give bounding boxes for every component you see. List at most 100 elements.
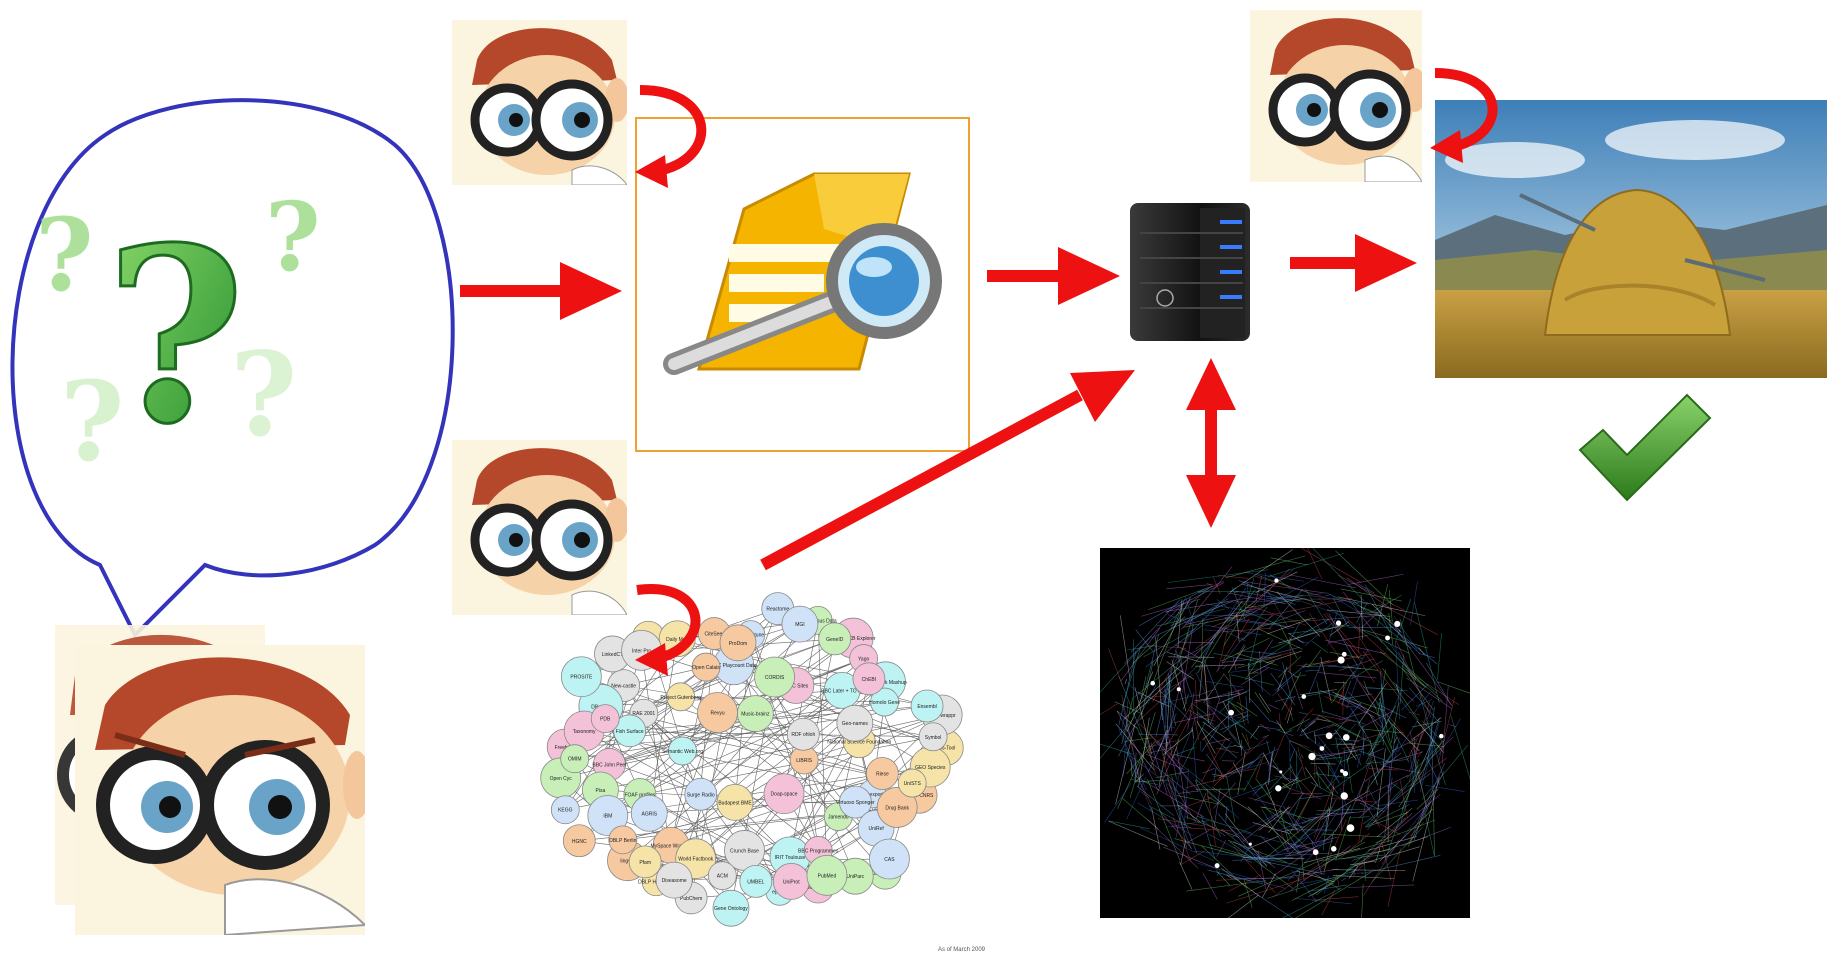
lod-node: Gene Ontology xyxy=(712,889,750,927)
lod-edge xyxy=(605,718,913,784)
lod-node-circle xyxy=(786,717,820,751)
lod-node: AGRIS xyxy=(630,794,668,832)
haystack-image xyxy=(1435,100,1827,378)
lod-node: Virtuoso Sponger xyxy=(836,785,875,819)
lod-node-label: Geo-names xyxy=(842,721,869,727)
arrow-right xyxy=(1290,234,1417,292)
lod-node: DBLP Berlin xyxy=(608,825,638,855)
lod-node-label: Pisa xyxy=(596,788,606,794)
lod-node-label: UMBEL xyxy=(747,879,764,885)
lod-node-label: GeneID xyxy=(826,637,844,643)
lod-node-circle xyxy=(910,689,944,723)
internet-map-image xyxy=(1100,548,1470,918)
lod-node-label: World Factbook xyxy=(678,857,713,863)
lod-edge xyxy=(600,714,943,791)
svg-text:?: ? xyxy=(230,328,297,463)
lod-node-label: KEGG xyxy=(558,808,573,814)
lod-node: Fish Surface xyxy=(613,714,647,748)
lod-node-circle xyxy=(666,682,696,712)
lod-node-label: Fish Surface xyxy=(616,729,644,735)
lod-caption: As of March 2009 xyxy=(937,947,985,953)
lod-node-label: Yago xyxy=(858,657,870,663)
lod-node-label: Gene Ontology xyxy=(714,906,748,912)
lod-node-label: DBLP RKB Explorer xyxy=(831,636,876,642)
lod-node: UMBEL xyxy=(739,865,773,898)
lod-node: LinkedCT xyxy=(594,635,631,673)
lod-edge xyxy=(670,690,843,846)
lod-node-circle xyxy=(839,785,872,819)
lod-node-label: Semantic Web.org xyxy=(662,749,703,755)
lod-node-circle xyxy=(836,704,874,742)
lod-node: Riese xyxy=(865,757,899,790)
lod-node-label: Open Cyc xyxy=(550,776,573,782)
lod-node-circle xyxy=(655,861,693,899)
lod-node: OMIM xyxy=(560,744,590,774)
lod-node-circle xyxy=(628,845,662,879)
arrow-right xyxy=(460,262,622,320)
lod-node-label: HGNC xyxy=(572,839,587,845)
lod-node: Revyu xyxy=(697,692,738,733)
lod-node: Doap-space xyxy=(763,773,805,815)
lod-node-label: Music-brainz xyxy=(741,712,770,718)
lod-node-label: FOAF profiles xyxy=(624,793,655,799)
lod-node: Open Calais xyxy=(691,652,721,682)
lod-node: Geo-names xyxy=(836,704,874,742)
lod-node-label: Ensembl xyxy=(917,704,936,710)
person-icon xyxy=(452,440,627,615)
lod-node-label: Flickr exporter xyxy=(856,792,888,798)
lod-node: RDF ohloh xyxy=(786,717,820,751)
lod-node-label: Virtuoso Sponger xyxy=(836,800,875,806)
lod-node-label: SIOC Sites xyxy=(784,683,809,689)
lod-node-circle xyxy=(630,794,668,832)
lod-node: UniProt xyxy=(772,863,810,900)
lod-node: CAS xyxy=(869,838,910,880)
lod-node-circle xyxy=(587,795,629,836)
lod-node: ACM xyxy=(707,861,737,891)
lod-edge xyxy=(789,741,860,857)
person-icon xyxy=(452,20,627,185)
lod-node-circle xyxy=(684,777,718,811)
lod-node: HGNC xyxy=(562,824,596,858)
lod-node: Diseasome xyxy=(655,861,693,899)
lod-node-label: Diseasome xyxy=(662,878,687,884)
lod-node-circle xyxy=(918,722,948,752)
lod-node: GeneID xyxy=(818,622,852,656)
lod-node-circle xyxy=(897,768,927,798)
lod-node: Ensembl xyxy=(910,689,944,723)
lod-node: Project Gutenberg xyxy=(660,682,701,712)
lod-node: PROSITE xyxy=(560,656,602,698)
lod-node: Semantic Web.org xyxy=(662,736,703,766)
lod-node-label: Surge Radio xyxy=(687,792,715,798)
lod-node-label: National Science Foundation xyxy=(827,740,891,746)
lod-node-circle xyxy=(870,687,899,717)
lod-node: Music-brainz xyxy=(736,695,774,732)
lod-node-circle xyxy=(865,757,899,790)
lod-node-label: ACM xyxy=(717,874,728,880)
lod-node-circle xyxy=(781,605,819,643)
lod-node: Surge Radio xyxy=(684,777,718,811)
lod-node: Inter Pro xyxy=(621,629,662,671)
lod-node-circle xyxy=(876,787,918,828)
server-icon xyxy=(1125,198,1265,348)
lod-node-label: LinkedCT xyxy=(602,652,623,658)
lod-node-label: PROSITE xyxy=(570,675,593,681)
lod-node-circle xyxy=(818,622,852,656)
lod-node-label: Pfam xyxy=(639,860,651,866)
lod-edge xyxy=(673,608,779,881)
lod-node-label: ProDom xyxy=(729,641,747,647)
speech-bubble xyxy=(5,95,455,655)
lod-node-label: Reactome xyxy=(766,607,789,613)
lod-node-label: RDF Book Mashup xyxy=(864,680,906,686)
lod-node-circle xyxy=(754,656,795,698)
lod-node-label: DBLP Berlin xyxy=(609,838,636,844)
lod-node-label: Project Gutenberg xyxy=(660,695,701,701)
svg-text:?: ? xyxy=(35,196,94,314)
lod-node-label: CORDIS xyxy=(765,675,785,681)
lod-node: Pfam xyxy=(628,845,662,879)
lod-node-label: RDF ohloh xyxy=(791,732,815,738)
lod-node: UniSTS xyxy=(897,768,927,798)
lod-node-label: CiteSeer xyxy=(705,632,725,638)
lod-node-label: UniRef xyxy=(868,826,884,832)
lod-node-circle xyxy=(707,861,737,891)
lod-node-label: Revyu xyxy=(710,711,724,717)
